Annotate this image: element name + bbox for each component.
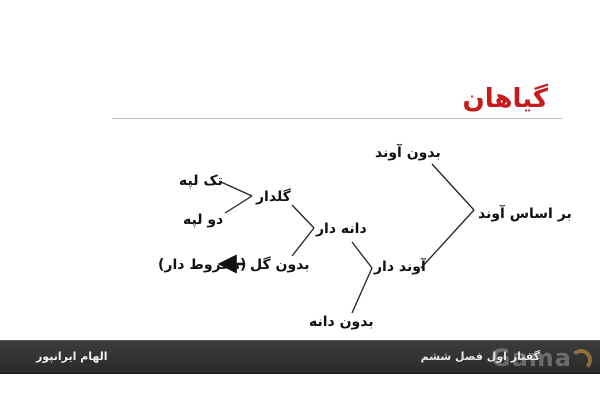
connector-flowering-dicot bbox=[224, 195, 253, 214]
connector-root-no-vessel bbox=[431, 163, 475, 211]
node-vascular: آوند دار bbox=[374, 259, 426, 275]
connector-seed-no-flower bbox=[291, 227, 315, 257]
node-conifer: (مخروط دار) bbox=[158, 257, 247, 273]
watermark-swoosh-icon bbox=[570, 349, 592, 371]
node-no-flower: بدون گل bbox=[250, 257, 310, 273]
connector-seed-flowering bbox=[291, 204, 315, 229]
footer-chapter: گفتار اول فصل ششم bbox=[420, 350, 540, 363]
connector-root-vascular bbox=[420, 209, 475, 269]
watermark-logo: Gama bbox=[422, 344, 592, 372]
connector-vascular-no-seed bbox=[351, 267, 373, 314]
node-flowering: گلدار bbox=[256, 189, 291, 205]
node-dicot: دو لپه bbox=[183, 212, 224, 228]
connector-flowering-monocot bbox=[220, 181, 253, 197]
node-seed: دانه دار bbox=[316, 221, 367, 237]
connector-vascular-seed bbox=[351, 241, 373, 269]
footer-bar: الهام ایرانپور Gama گفتار اول فصل ششم bbox=[0, 340, 600, 374]
footer-author: الهام ایرانپور bbox=[36, 350, 108, 363]
node-no-vessel: بدون آوند bbox=[375, 145, 441, 161]
node-monocot: تک لپه bbox=[179, 173, 223, 189]
title-divider bbox=[112, 118, 562, 119]
node-no-seed: بدون دانه bbox=[309, 314, 374, 330]
slide-title: گیاهان bbox=[462, 84, 548, 114]
watermark-text: Gama bbox=[490, 344, 572, 372]
node-root: بر اساس آوند bbox=[478, 206, 572, 222]
